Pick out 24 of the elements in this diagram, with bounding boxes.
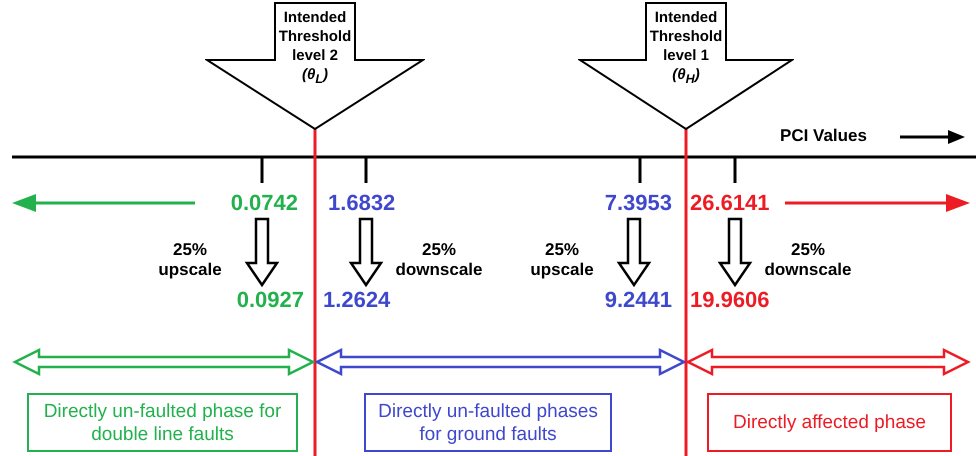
value-label: 19.9606 bbox=[690, 287, 780, 313]
hollow-arrow bbox=[616, 218, 652, 288]
region-label-box: Directly un-faulted phases for ground faults bbox=[364, 393, 612, 452]
edge-label: 25% upscale bbox=[529, 240, 595, 280]
threshold-label: Intended Threshold level 1 (θ$_{H}$) bbox=[648, 8, 724, 88]
threshold-callout-arrow bbox=[578, 2, 794, 130]
hollow-arrow bbox=[718, 218, 752, 288]
axis-label: PCI Values bbox=[780, 126, 867, 146]
threshold-callout-arrow bbox=[205, 2, 425, 130]
hollow-arrow bbox=[348, 218, 384, 288]
value-label: 1.2624 bbox=[323, 287, 403, 313]
region-label-box: Directly affected phase bbox=[707, 393, 952, 452]
value-label: 1.6832 bbox=[328, 190, 408, 216]
hollow-arrow bbox=[244, 218, 280, 288]
edge-label: 25% downscale bbox=[764, 240, 852, 280]
value-label: 0.0742 bbox=[216, 190, 298, 216]
edge-label: 25% downscale bbox=[394, 240, 484, 280]
value-label: 26.6141 bbox=[690, 190, 780, 216]
region-label-box: Directly un-faulted phase for double line faults bbox=[27, 393, 298, 452]
threshold-label: Intended Threshold level 2 (θ$_{L}$) bbox=[278, 8, 352, 88]
edge-label: 25% upscale bbox=[157, 240, 223, 280]
value-label: 7.3953 bbox=[592, 190, 672, 216]
value-label: 9.2441 bbox=[592, 287, 672, 313]
value-label: 0.0927 bbox=[216, 287, 304, 313]
